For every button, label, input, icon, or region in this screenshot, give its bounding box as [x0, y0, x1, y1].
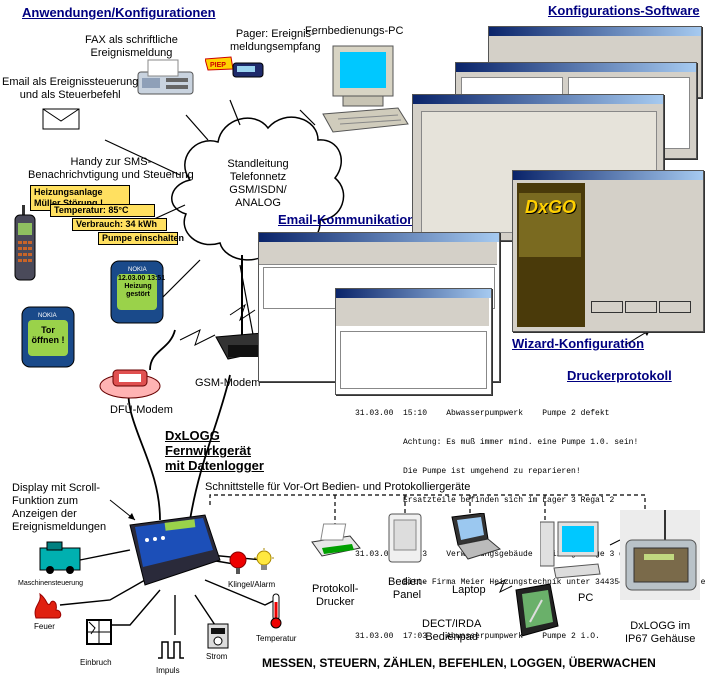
svg-text:NOKIA: NOKIA [128, 267, 147, 273]
fax-label: FAX als schriftliche Ereignismeldung [85, 34, 178, 59]
nokia-phone-1: NOKIA [110, 260, 164, 324]
heading-config-software: Konfigurations-Software [548, 3, 700, 18]
dxlogg-device-icon [129, 514, 221, 586]
heading-applications: Anwendungen/Konfigurationen [22, 5, 216, 20]
strom-label: Strom [206, 652, 228, 661]
sms-bubble-2: Temperatur: 85°C [50, 204, 155, 217]
machine-icon [39, 541, 81, 574]
gsm-modem-label: GSM-Modem [195, 377, 261, 389]
printer-label: Protokoll- Drucker [312, 583, 359, 608]
heading-email-comm: Email-Kommunikation [278, 212, 416, 227]
panel-label: Bedien- Panel [388, 576, 426, 601]
pc-label: PC [578, 592, 594, 604]
cloud-label: Standleitung Telefonnetz GSM/ISDN/ ANALO… [227, 158, 289, 209]
svg-text:NOKIA: NOKIA [38, 313, 57, 319]
pager-icon: PIEP [205, 56, 264, 78]
network-cloud [171, 116, 345, 261]
nokia-2-screen: Tor öffnen ! [31, 325, 65, 345]
handy-label: Handy zur SMS- Benachrichvtigung und Ste… [28, 156, 194, 181]
printer-line: 31.03.00 17:03 Abwasserpumpwerk Pumpe 2 … [355, 632, 600, 642]
impuls-label: Impuls [156, 666, 180, 675]
mobile-phone-icon [14, 205, 36, 281]
nokia-1-screen: 12.03.00 13:51 Heizung gestört [118, 275, 166, 298]
pager-label: Pager: Ereignis- meldungsempfang [230, 28, 321, 53]
printer-icon [311, 523, 361, 557]
pager-piep: PIEP [210, 62, 226, 69]
interface-dashed-line [209, 494, 646, 510]
sms-bubble-3: Verbrauch: 34 kWh [72, 218, 167, 231]
printer-line: Achtung: Es muß immer mind. eine Pumpe 1… [355, 437, 639, 447]
heading-dxlogg: DxLOGG Fernwirkgerät mit Datenlogger [165, 428, 264, 473]
heading-interface: Schnittstelle für Vor-Ort Bedien- und Pr… [205, 481, 471, 493]
thermometer-icon [270, 593, 282, 629]
nokia-phone-2: NOKIA [21, 306, 75, 368]
fire-label: Feuer [34, 622, 55, 631]
envelope-icon [42, 108, 80, 130]
wizard-window [512, 170, 704, 332]
heading-printer-log: Druckerprotokoll [567, 368, 672, 383]
dxgo-logo: DxGO [525, 197, 577, 217]
machine-label: Maschinensteuerung [18, 580, 83, 587]
remote-pc-label: Fernbedienungs-PC [305, 25, 404, 37]
panel-icon [388, 513, 422, 563]
fax-icon [137, 59, 194, 95]
alarm-icons [229, 548, 274, 574]
sms-bubble-4: Pumpe einschalten [98, 232, 184, 245]
impulse-icon [158, 641, 184, 659]
printer-line: 31.03.00 15:10 Abwasserpumpwerk Pumpe 2 … [355, 409, 610, 419]
email-label: Email als Ereignissteuerung und als Steu… [2, 76, 139, 101]
ip67-device-photo [620, 510, 700, 600]
dect-pad-icon [515, 583, 559, 637]
dfu-modem-icon [99, 369, 161, 399]
ip67-label: DxLOGG im IP67 Gehäuse [625, 620, 696, 645]
temperatur-label: Temperatur [256, 634, 297, 643]
heading-wizard-config: Wizard-Konfiguration [512, 336, 645, 351]
power-meter-icon [207, 623, 229, 649]
laptop-icon [451, 513, 502, 560]
window-break-icon [86, 619, 112, 645]
dect-label: DECT/IRDA Bedienpad [422, 618, 482, 643]
remote-pc-icon [322, 45, 409, 133]
dfu-modem-label: DFÜ-Modem [110, 404, 173, 416]
footer-slogan: MESSEN, STEUERN, ZÄHLEN, BEFEHLEN, LOGGE… [262, 656, 656, 670]
pc-icon [540, 521, 601, 579]
fire-icon [34, 592, 62, 619]
klingel-label: Klingel/Alarm [228, 580, 276, 589]
printer-line: Die Pumpe ist umgehend zu reparieren! [355, 466, 581, 476]
einbruch-label: Einbruch [80, 658, 112, 667]
email-window-2 [335, 288, 492, 395]
display-scroll-label: Display mit Scroll- Funktion zum Anzeige… [12, 482, 107, 533]
laptop-label: Laptop [452, 584, 486, 596]
printer-line: Ersatzteile befinden sich im Lager 3 Reg… [355, 495, 615, 505]
